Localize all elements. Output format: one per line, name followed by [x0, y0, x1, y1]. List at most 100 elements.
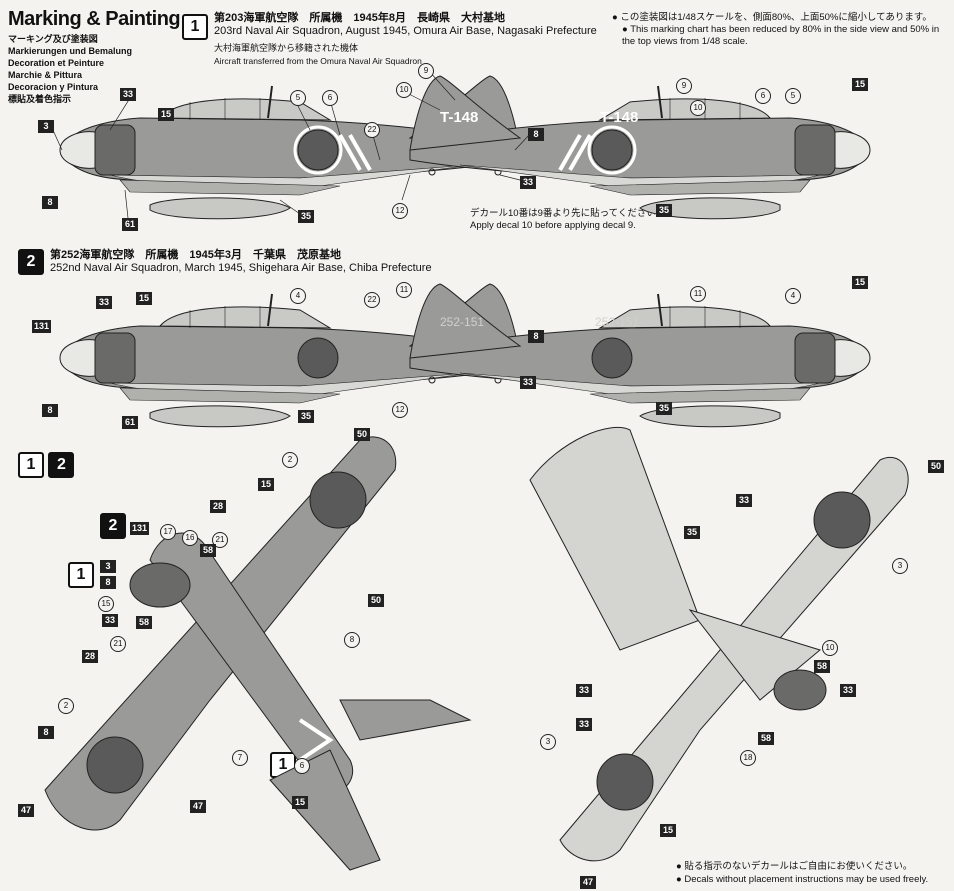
callout-6-top: 6 [294, 758, 310, 774]
hinomaru-border-left [293, 125, 343, 175]
scheme1-jp: 第203海軍航空隊 所属機 1945年8月 長崎県 大村基地 [214, 12, 505, 24]
callout-22-s2: 22 [364, 292, 380, 308]
callout-50b: 50 [368, 594, 384, 607]
callout-131: 131 [32, 320, 52, 333]
callout-33: 33 [120, 88, 136, 101]
callout-8b: 8 [528, 128, 544, 141]
callout-4: 4 [290, 288, 306, 304]
footer-en: Decals without placement instructions ma… [684, 874, 929, 885]
callout-35r: 35 [656, 204, 672, 217]
scheme2-badge: 2 [18, 249, 44, 275]
callout-6r: 6 [755, 88, 771, 104]
fuselage-stripes-left [338, 134, 372, 171]
callout-47: 47 [18, 804, 34, 817]
tail-code-right-1: T-148 [600, 109, 638, 126]
callout-12-s2: 12 [392, 402, 408, 418]
header-subtitles: マーキング及び塗装図 Markierungen und Bemalung Dec… [8, 33, 132, 105]
callout-8-s2: 8 [42, 404, 58, 417]
callout-50c: 50 [928, 460, 944, 473]
callout-28: 28 [210, 500, 226, 513]
callout-2b: 2 [58, 698, 74, 714]
subtitle-de: Markierungen und Bemalung [8, 46, 133, 56]
callout-58b: 58 [136, 616, 152, 629]
callout-28b: 28 [82, 650, 98, 663]
tail-code-left-1: T-148 [440, 109, 478, 126]
callout-58-bot2: 58 [758, 732, 774, 745]
callout-58: 58 [200, 544, 216, 557]
callout-15c: 15 [292, 796, 308, 809]
callout-33-s2: 33 [96, 296, 112, 309]
callout-35: 35 [298, 210, 314, 223]
decal-note-jp: デカール10番は9番より先に貼ってください。 [470, 208, 666, 219]
callout-4r: 4 [785, 288, 801, 304]
callout-3-bot2: 3 [540, 734, 556, 750]
callout-15: 15 [158, 108, 174, 121]
callout-3-top: 3 [100, 560, 116, 573]
callout-61: 61 [122, 218, 138, 231]
scheme1-sub-jp: 大村海軍航空隊から移籍された機体 [214, 43, 359, 53]
callout-15r: 15 [852, 78, 868, 91]
callout-8-circ: 8 [344, 632, 360, 648]
callout-33b: 33 [520, 176, 536, 189]
top-view-badges: 1 2 [18, 452, 75, 478]
callout-58-bot: 58 [814, 660, 830, 673]
callout-8-s2r: 8 [528, 330, 544, 343]
callout-33c: 33 [736, 494, 752, 507]
callout-17: 17 [160, 524, 176, 540]
callout-33e: 33 [576, 718, 592, 731]
tail-code-right-2: 252-151 [595, 315, 639, 329]
callout-8-top: 8 [100, 576, 116, 589]
callout-10-bot: 10 [822, 640, 838, 656]
top-view-upper [44, 436, 472, 871]
callout-7: 7 [232, 750, 248, 766]
callout-9r: 9 [676, 78, 692, 94]
callout-8c: 8 [38, 726, 54, 739]
scheme2-en: 252nd Naval Air Squadron, March 1945, Sh… [50, 262, 432, 274]
top-badge-1: 1 [18, 452, 44, 478]
callout-3: 3 [38, 120, 54, 133]
hinomaru-border-right [587, 125, 637, 175]
scheme1-sub-en: Aircraft transferred from the Omura Nava… [214, 56, 422, 66]
scale-note-en: This marking chart has been reduced by 8… [622, 24, 940, 47]
subtitle-fr: Decoration et Peinture [8, 58, 105, 68]
decal-order-note: デカール10番は9番より先に貼ってください。 Apply decal 10 be… [470, 208, 665, 232]
callout-6: 6 [322, 90, 338, 106]
decal-note-en: Apply decal 10 before applying decal 9. [470, 220, 636, 231]
callout-9: 9 [418, 63, 434, 79]
callout-16: 16 [182, 530, 198, 546]
footer-jp: 貼る指示のないデカールはご自由にお使いください。 [684, 861, 913, 872]
scheme2-header: 2 第252海軍航空隊 所属機 1945年3月 千葉県 茂原基地 252nd N… [18, 249, 432, 275]
callout-10r: 10 [690, 100, 706, 116]
callout-47b: 47 [190, 800, 206, 813]
callout-35-s2r: 35 [656, 402, 672, 415]
callout-11r: 11 [690, 286, 706, 302]
callout-33-top: 33 [102, 614, 118, 627]
callout-5r: 5 [785, 88, 801, 104]
badge-2-nose: 2 [100, 513, 126, 539]
callout-22: 22 [364, 122, 380, 138]
subtitle-es: Decoracion y Pintura [8, 82, 99, 92]
callout-33-s2r: 33 [520, 376, 536, 389]
callout-8: 8 [42, 196, 58, 209]
callout-10: 10 [396, 82, 412, 98]
callout-15-circ: 15 [98, 596, 114, 612]
top-chevron [298, 718, 334, 762]
scheme1-badge: 1 [182, 14, 208, 40]
callout-15-top: 15 [258, 478, 274, 491]
callout-131-top: 131 [130, 522, 150, 535]
callout-21b: 21 [110, 636, 126, 652]
footer-note: ● 貼る指示のないデカールはご自由にお使いください。 ● Decals with… [676, 861, 929, 885]
callout-3-bot: 3 [892, 558, 908, 574]
callout-61-s2: 61 [122, 416, 138, 429]
page-title: Marking & Painting [8, 8, 181, 30]
callout-15-bot: 15 [660, 824, 676, 837]
callout-33d: 33 [576, 684, 592, 697]
tail-code-left-2: 252-151 [440, 315, 484, 329]
callout-15-s2: 15 [136, 292, 152, 305]
badge-1-nose: 1 [68, 562, 94, 588]
callout-18: 18 [740, 750, 756, 766]
callout-15-s2r: 15 [852, 276, 868, 289]
callout-35-bot: 35 [684, 526, 700, 539]
top-view-lower [529, 426, 909, 862]
